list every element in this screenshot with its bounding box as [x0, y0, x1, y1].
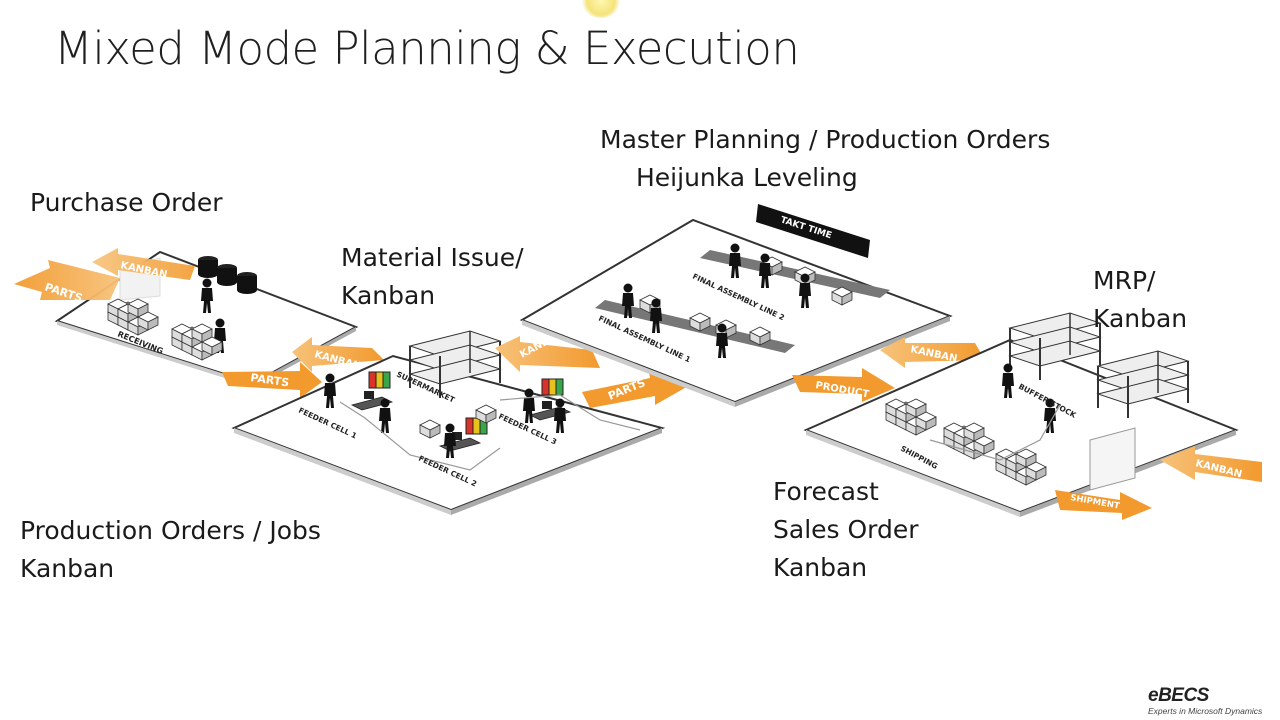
master-planning-label: Master Planning / Production Orders Heij… — [600, 121, 1050, 197]
takt-time-board: TAKT TIME — [756, 204, 870, 258]
production-orders-line-1: Production Orders / Jobs — [20, 516, 321, 545]
andon-signal — [541, 378, 564, 396]
mrp-label: MRP/ Kanban — [1093, 262, 1187, 338]
master-planning-line-1: Master Planning / Production Orders — [600, 125, 1051, 154]
drums — [198, 256, 257, 294]
final-assembly-area: TAKT TIME FINAL ASSEMBLY LINE 2 FINAL AS… — [519, 204, 953, 407]
slide-title: Mixed Mode Planning & Execution — [54, 22, 800, 75]
material-issue-line-2: Kanban — [341, 281, 436, 310]
andon-signal — [368, 371, 391, 389]
logo-brand: eBECS — [1148, 685, 1209, 706]
forecast-line-2: Sales Order — [773, 515, 919, 544]
master-planning-line-2: Heijunka Leveling — [636, 163, 858, 192]
purchase-order-label: Purchase Order — [30, 188, 223, 217]
material-issue-line-1: Material Issue/ — [341, 243, 524, 272]
mrp-line-1: MRP/ — [1093, 266, 1156, 295]
material-issue-label: Material Issue/ Kanban — [341, 239, 524, 315]
cursor-highlight — [582, 0, 620, 18]
logo-tagline: Experts in Microsoft Dynamics — [1148, 706, 1263, 716]
kanban-to-assembly-arrow: KANBAN — [880, 337, 985, 368]
shipment-arrow: SHIPMENT — [1055, 490, 1152, 520]
mrp-line-2: Kanban — [1093, 304, 1188, 333]
parts-to-feeder-arrow: PARTS — [222, 362, 322, 398]
production-orders-line-2: Kanban — [20, 554, 115, 583]
forecast-line-1: Forecast — [773, 477, 879, 506]
ebecs-logo: eBECS Experts in Microsoft Dynamics — [1148, 685, 1268, 717]
forecast-line-3: Kanban — [773, 553, 868, 582]
production-orders-label: Production Orders / Jobs Kanban — [20, 512, 321, 588]
forecast-label: Forecast Sales Order Kanban — [773, 473, 919, 587]
feeder-cells-area: SUPERMARKET FEEDER CELL 1 FEEDER CELL 2 … — [231, 330, 666, 515]
arrow-text: PARTS — [250, 371, 290, 389]
